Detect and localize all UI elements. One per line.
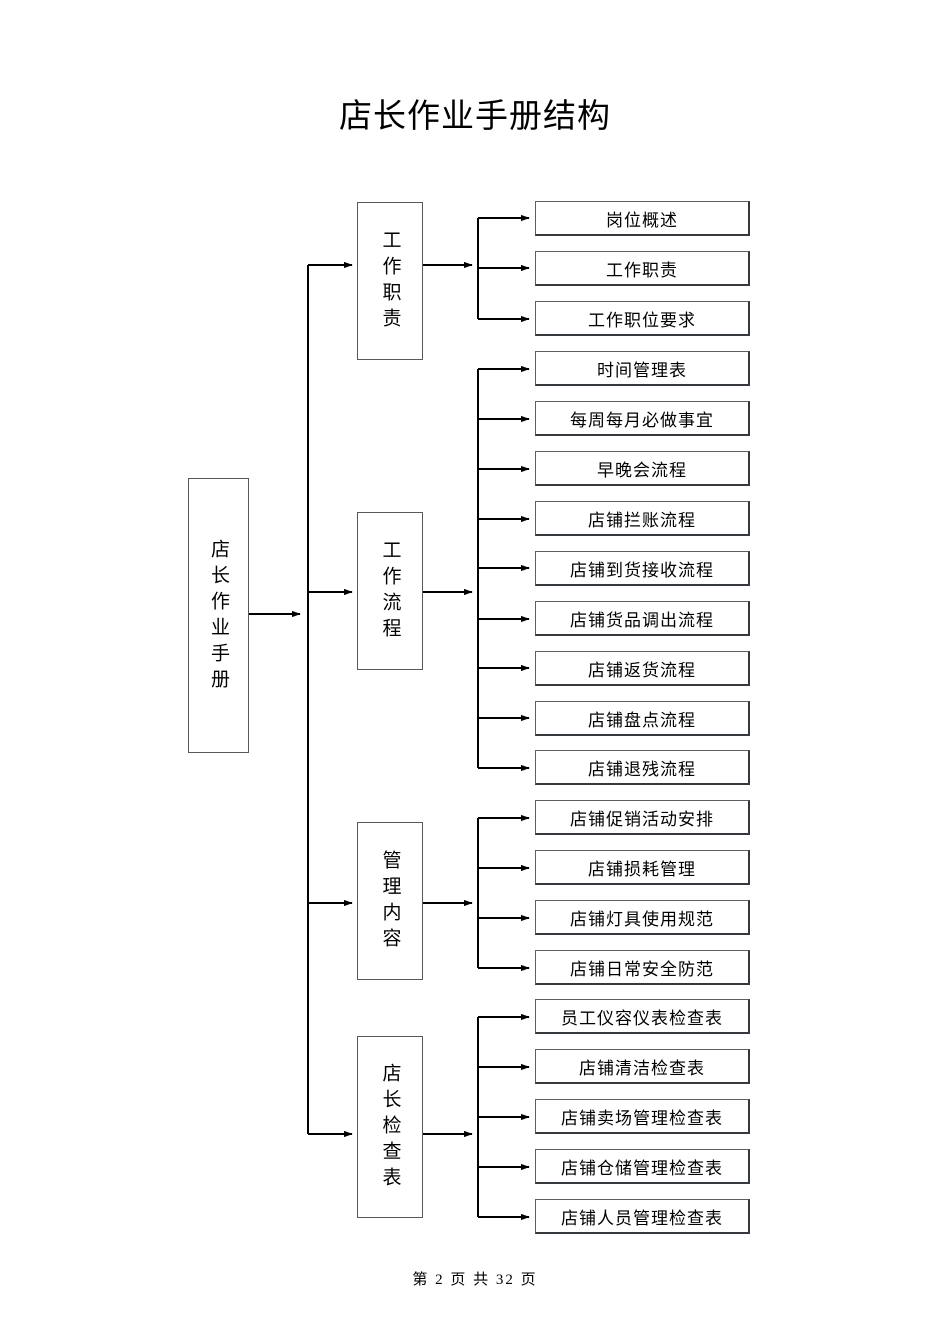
leaf-node-label: 员工仪容仪表检查表 [561,1008,723,1028]
leaf-node[interactable]: 员工仪容仪表检查表 [535,999,750,1034]
leaf-node-label: 店铺拦账流程 [588,510,696,530]
leaf-node[interactable]: 店铺仓储管理检查表 [535,1149,750,1184]
leaf-node-label: 店铺日常安全防范 [570,959,714,979]
leaf-node-label: 店铺返货流程 [588,660,696,680]
branch-node-label: 工作流程 [379,540,401,644]
leaf-node-label: 工作职责 [606,260,678,280]
leaf-node[interactable]: 店铺卖场管理检查表 [535,1099,750,1134]
leaf-node[interactable]: 店铺人员管理检查表 [535,1199,750,1234]
root-node-label: 店长作业手册 [208,538,229,695]
leaf-node[interactable]: 店铺到货接收流程 [535,551,750,586]
branch-node-work-duties[interactable]: 工作职责 [357,202,423,360]
leaf-node[interactable]: 店铺日常安全防范 [535,950,750,985]
leaf-node-label: 店铺货品调出流程 [570,610,714,630]
leaf-node[interactable]: 早晚会流程 [535,451,750,486]
leaf-node-label: 店铺仓储管理检查表 [561,1158,723,1178]
leaf-node[interactable]: 店铺退残流程 [535,750,750,785]
leaf-node[interactable]: 工作职位要求 [535,301,750,336]
leaf-node[interactable]: 店铺促销活动安排 [535,800,750,835]
page-footer: 第 2 页 共 32 页 [412,1272,538,1288]
leaf-node[interactable]: 店铺灯具使用规范 [535,900,750,935]
branch-node-work-process[interactable]: 工作流程 [357,512,423,670]
leaf-node-label: 店铺损耗管理 [588,859,696,879]
leaf-node-label: 店铺卖场管理检查表 [561,1108,723,1128]
leaf-node-label: 店铺人员管理检查表 [561,1208,723,1228]
leaf-node-label: 岗位概述 [606,210,678,230]
leaf-node[interactable]: 岗位概述 [535,201,750,236]
leaf-node[interactable]: 店铺盘点流程 [535,701,750,736]
leaf-node[interactable]: 店铺清洁检查表 [535,1049,750,1084]
page-title: 店长作业手册结构 [339,99,611,135]
leaf-node-label: 每周每月必做事宜 [570,410,714,430]
leaf-node-label: 店铺促销活动安排 [570,809,714,829]
leaf-node-label: 早晚会流程 [597,460,687,480]
branch-node-label: 管理内容 [379,850,401,954]
branch-node-label: 店长检查表 [379,1063,401,1193]
branch-node-manager-checklist[interactable]: 店长检查表 [357,1036,423,1218]
leaf-node[interactable]: 时间管理表 [535,351,750,386]
leaf-node-label: 店铺灯具使用规范 [570,909,714,929]
branch-node-management-content[interactable]: 管理内容 [357,822,423,980]
leaf-node-label: 店铺盘点流程 [588,710,696,730]
leaf-node[interactable]: 店铺拦账流程 [535,501,750,536]
leaf-node-label: 店铺退残流程 [588,759,696,779]
leaf-node-label: 时间管理表 [597,360,687,380]
leaf-node[interactable]: 每周每月必做事宜 [535,401,750,436]
leaf-node[interactable]: 店铺损耗管理 [535,850,750,885]
leaf-node[interactable]: 店铺货品调出流程 [535,601,750,636]
leaf-node-label: 店铺到货接收流程 [570,560,714,580]
root-node[interactable]: 店长作业手册 [188,478,249,753]
branch-node-label: 工作职责 [379,230,401,334]
leaf-node-label: 工作职位要求 [588,310,696,330]
leaf-node-label: 店铺清洁检查表 [579,1058,705,1078]
leaf-node[interactable]: 店铺返货流程 [535,651,750,686]
leaf-node[interactable]: 工作职责 [535,251,750,286]
